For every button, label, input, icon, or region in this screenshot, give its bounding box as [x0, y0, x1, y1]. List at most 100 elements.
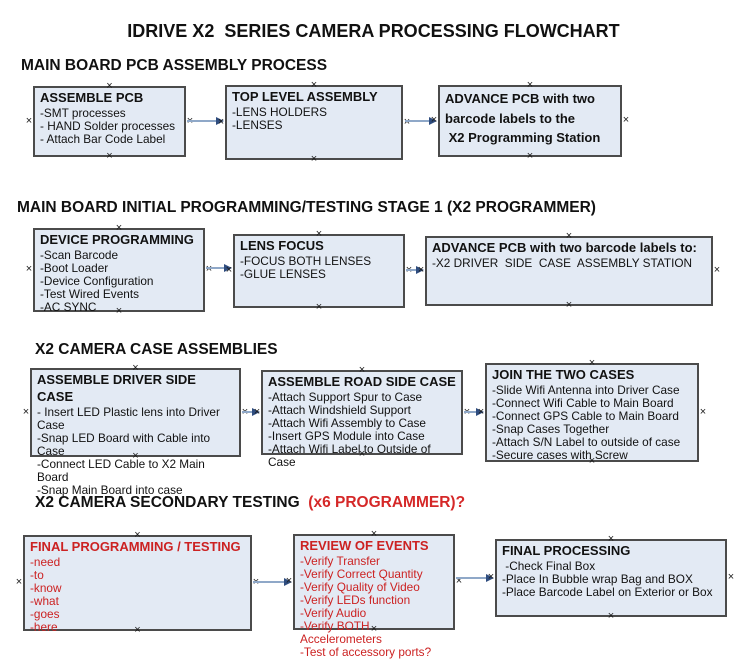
box-item: -Attach Wifi Label to Outside of Case: [268, 441, 434, 469]
connector-handle-bottom: ×: [106, 150, 113, 162]
box-item: -Snap Main Board into case: [37, 482, 183, 497]
box-item: -Verify Correct Quantity: [300, 566, 423, 581]
box-item: -Boot Loader: [40, 260, 109, 275]
box-item: -Verify Quality of Video: [300, 579, 420, 594]
box-item: -Attach Support Spur to Case: [268, 389, 423, 404]
flow-arrow-review-to-finalprocessing: [456, 573, 494, 583]
box-item: -Place Barcode Label on Exterior or Box: [502, 584, 713, 599]
arrow-line: [405, 120, 431, 122]
box-title: FINAL PROCESSING: [502, 543, 631, 558]
box-title: ASSEMBLE PCB: [40, 90, 144, 105]
box-item: -Verify Audio: [300, 605, 367, 620]
connector-handle-left: ×: [22, 405, 30, 418]
flow-box-advance-pcb-driver-side: × × × × ADVANCE PCB with two barcode lab…: [418, 231, 720, 311]
page-title: IDRIVE X2 SERIES CAMERA PROCESSING FLOWC…: [127, 21, 620, 41]
connector-handle-top: ×: [607, 533, 615, 545]
box-item: -Snap LED Board with Cable into Case: [37, 430, 214, 458]
box-title: TOP LEVEL ASSEMBLY: [232, 89, 378, 104]
box-item: -LENSES: [232, 117, 283, 132]
box-item: -FOCUS BOTH LENSES: [240, 253, 372, 268]
section-heading-initial-programming: MAIN BOARD INITIAL PROGRAMMING/TESTING S…: [17, 199, 596, 216]
box-item: -Secure cases with Screw: [492, 447, 628, 462]
box-item: -Insert GPS Module into Case: [268, 428, 425, 443]
box-item: -Snap Cases Together: [492, 421, 610, 436]
arrow-line: [456, 577, 488, 579]
arrowhead-icon: [476, 408, 484, 416]
connector-handle-left: ×: [25, 114, 33, 127]
section-heading-case-assemblies: X2 CAMERA CASE ASSEMBLIES: [35, 341, 278, 358]
box-item: -need: [30, 554, 61, 569]
connector-handle-top: ×: [370, 528, 378, 540]
box-title: ADVANCE PCB with two barcode labels to:: [432, 240, 697, 255]
box-item: -know: [30, 580, 62, 595]
arrow-line: [187, 120, 218, 122]
connector-handle-top: ×: [526, 79, 534, 91]
box-item: -Attach Wifi Assembly to Case: [268, 415, 426, 430]
box-item: -Test of accessory ports?: [300, 644, 432, 659]
box-title: ASSEMBLE ROAD SIDE CASE: [268, 374, 456, 389]
flow-box-assemble-driver-side-case: × × × × ASSEMBLE DRIVER SIDE CASE - Inse…: [23, 363, 248, 497]
connector-handle-top: ×: [106, 80, 113, 92]
box-item: -AC SYNC: [40, 299, 97, 314]
box-item: -Connect Wifi Cable to Main Board: [492, 395, 674, 410]
flow-box-final-programming-testing: × × × × FINAL PROGRAMMING / TESTING -nee…: [16, 530, 259, 636]
box-item: -X2 DRIVER SIDE CASE ASSEMBLY STATION: [432, 255, 693, 270]
box-item: - Insert LED Plastic lens into Driver Ca…: [37, 404, 224, 432]
flow-arrow-pcb-to-toplevel: [187, 116, 224, 126]
flow-arrow-driver-to-road: [242, 407, 260, 417]
connector-handle-top: ×: [310, 79, 318, 91]
box-item: -to: [30, 567, 44, 582]
flow-box-advance-pcb-programming-station: × × × × ADVANCE PCB with two barcode lab…: [431, 80, 629, 162]
flow-arrow-finalprog-to-review: [253, 577, 292, 587]
connector-handle-bottom: ×: [607, 610, 615, 622]
arrow-line: [253, 581, 286, 583]
arrowhead-icon: [216, 117, 224, 125]
flow-arrow-road-to-join: [464, 407, 484, 417]
box-item: -Verify Transfer: [300, 553, 380, 568]
box-item: -Slide Wifi Antenna into Driver Case: [492, 382, 680, 397]
connector-handle-right: ×: [727, 571, 735, 583]
box-title: JOIN THE TWO CASES: [492, 367, 635, 382]
arrow-line: [464, 411, 478, 413]
arrow-line: [206, 267, 226, 269]
box-item: - HAND Solder processes: [40, 118, 176, 133]
connector-handle-bottom: ×: [565, 299, 573, 311]
box-title: ASSEMBLE DRIVER SIDE CASE: [37, 372, 200, 404]
connector-handle-top: ×: [132, 362, 139, 374]
flow-box-assemble-road-side-case: × × × × ASSEMBLE ROAD SIDE CASE -Attach …: [254, 365, 470, 469]
connector-handle-left: ×: [25, 263, 33, 275]
connector-handle-bottom: ×: [315, 301, 323, 313]
arrowhead-icon: [416, 266, 424, 274]
box-item: -Scan Barcode: [40, 247, 119, 262]
connector-handle-top: ×: [315, 228, 323, 240]
box-item: -Verify LEDs function: [300, 592, 411, 607]
flow-arrow-device-to-lensfocus: [206, 263, 232, 273]
connector-handle-bottom: ×: [310, 153, 318, 165]
box-item: -LENS HOLDERS: [232, 104, 328, 119]
box-item: - Attach Bar Code Label: [40, 131, 166, 146]
flow-box-assemble-pcb: × × × × ASSEMBLE PCB -SMT processes - HA…: [26, 81, 193, 162]
box-item: -Connect GPS Cable to Main Board: [492, 408, 679, 423]
section-heading-pcb-assembly: MAIN BOARD PCB ASSEMBLY PROCESS: [21, 57, 328, 74]
box-title: ADVANCE PCB with two barcode labels to t…: [445, 91, 601, 145]
box-item: -Place In Bubble wrap Bag and BOX: [502, 571, 693, 586]
box-item: -Device Configuration: [40, 273, 154, 288]
flow-box-device-programming: × × × × DEVICE PROGRAMMING -Scan Barcode…: [26, 223, 212, 317]
arrow-line: [242, 411, 254, 413]
section-heading-black-part: X2 CAMERA SECONDARY TESTING: [35, 494, 304, 511]
box-item: -Verify BOTH Accelerometers: [300, 618, 382, 646]
flow-arrow-lensfocus-to-advance: [406, 265, 424, 275]
box-item: -Attach S/N Label to outside of case: [492, 434, 681, 449]
connector-handle-top: ×: [588, 357, 596, 369]
box-item: -here: [30, 619, 58, 634]
arrowhead-icon: [429, 117, 437, 125]
arrowhead-icon: [486, 574, 494, 582]
section-heading-red-part: (x6 PROGRAMMER)?: [304, 494, 466, 511]
section-heading-secondary-testing: X2 CAMERA SECONDARY TESTING (x6 PROGRAMM…: [35, 494, 465, 512]
flow-box-join-the-two-cases: × × × × JOIN THE TWO CASES -Slide Wifi A…: [478, 358, 706, 467]
box-item: -Check Final Box: [502, 558, 596, 573]
box-title: DEVICE PROGRAMMING: [40, 232, 194, 247]
connector-handle-top: ×: [358, 364, 366, 376]
box-title: LENS FOCUS: [240, 238, 324, 253]
